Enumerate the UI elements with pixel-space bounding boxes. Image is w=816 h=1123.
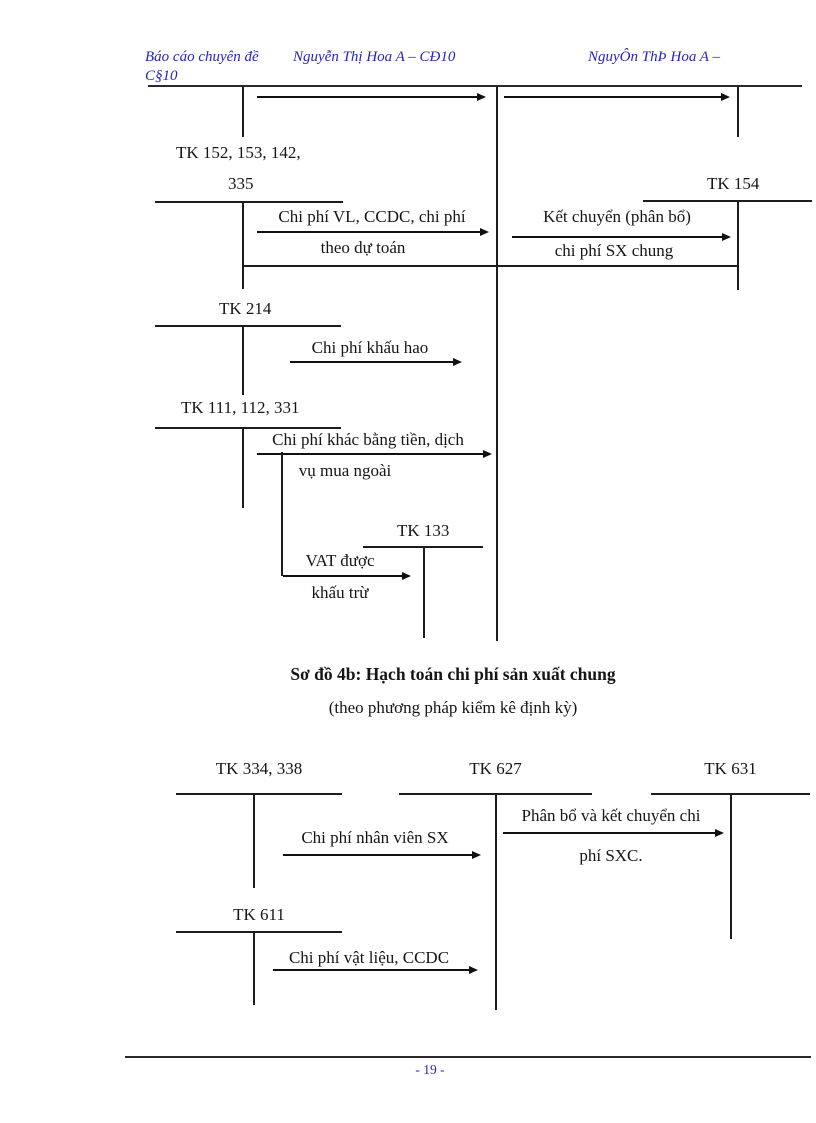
account-label-tk334: TK 334, 338 bbox=[215, 759, 303, 778]
top-right-flow-arrow bbox=[504, 92, 730, 102]
flow-arrow-ketchuyen bbox=[512, 232, 731, 242]
account-label-tk611: TK 611 bbox=[233, 905, 285, 924]
flow-label-vat-line1: VAT được bbox=[305, 551, 375, 570]
tk631-account-stem bbox=[730, 793, 732, 939]
tk334-account-line bbox=[176, 793, 342, 795]
tk111-account-stem bbox=[242, 427, 244, 508]
header-author-class-alt: C§10 bbox=[145, 68, 178, 84]
tk334-account-stem bbox=[253, 793, 255, 888]
diagram-subtitle: (theo phương pháp kiểm kê định kỳ) bbox=[328, 698, 578, 717]
header-rule bbox=[148, 85, 802, 88]
tk214-account-line bbox=[155, 325, 341, 327]
flow-label-khactien-line1: Chi phí khác bằng tiền, dịch bbox=[272, 430, 464, 449]
header-author-name: Nguyễn Thị Hoa A – CĐ10 bbox=[293, 49, 456, 65]
flow-arrow-vat bbox=[283, 571, 411, 581]
flow-label-khactien-line2: vụ mua ngoài bbox=[298, 461, 392, 480]
tk152-account-stem bbox=[242, 201, 244, 289]
account-label-tk627: TK 627 bbox=[469, 759, 522, 778]
flow-label-vlccdc-line1: Chi phí VL, CCDC, chi phí bbox=[278, 207, 466, 226]
flow-arrow-phanbo bbox=[503, 828, 724, 838]
account-label-tk152-line2: 335 bbox=[228, 174, 254, 193]
tk154-account-stem bbox=[737, 200, 739, 290]
tk611-account-line bbox=[176, 931, 342, 933]
arrowhead-icon bbox=[722, 232, 731, 241]
flow-arrow-vatlieu bbox=[273, 965, 478, 975]
header-author-name-alt: NguyÔn ThÞ Hoa A – bbox=[588, 49, 720, 65]
account-label-tk214: TK 214 bbox=[219, 299, 272, 318]
account-label-tk152-line1: TK 152, 153, 142, bbox=[176, 143, 301, 162]
account-label-tk154: TK 154 bbox=[707, 174, 760, 193]
top-right-stem-line bbox=[737, 87, 739, 137]
top-left-stem-line bbox=[242, 87, 244, 137]
flow-label-vatlieu: Chi phí vật liệu, CCDC bbox=[288, 948, 450, 967]
arrowhead-icon bbox=[469, 965, 478, 974]
flow-arrow-khauhao bbox=[290, 357, 462, 367]
account-label-tk133: TK 133 bbox=[397, 521, 450, 540]
flow-arrow-nhanvien bbox=[283, 850, 481, 860]
tk111-account-line bbox=[155, 427, 341, 429]
footer-rule bbox=[125, 1056, 811, 1058]
account-label-tk631: TK 631 bbox=[704, 759, 757, 778]
header-report-title: Báo cáo chuyên đề bbox=[145, 49, 259, 65]
flow-label-vlccdc-line2: theo dự toán bbox=[320, 238, 406, 257]
tk152-account-line bbox=[155, 201, 343, 203]
tk627-bottom-stem bbox=[495, 793, 497, 1010]
flow-arrow-vlccdc bbox=[257, 227, 489, 237]
tk133-account-stem bbox=[423, 546, 425, 638]
account-label-tk111: TK 111, 112, 331 bbox=[181, 398, 300, 417]
flow-label-phanbo-line2: phí SXC. bbox=[579, 846, 643, 865]
vat-branch-stem-line bbox=[281, 452, 283, 576]
tk627-center-stem-line bbox=[496, 87, 498, 641]
flow-label-nhanvien: Chi phí nhân viên SX bbox=[301, 828, 449, 847]
flow-arrow-khactien bbox=[257, 449, 492, 459]
arrowhead-icon bbox=[477, 92, 486, 101]
flow-label-ketchuyen-line2: chi phí SX chung bbox=[554, 241, 674, 260]
arrowhead-icon bbox=[402, 571, 411, 580]
diagram-title: Sơ đồ 4b: Hạch toán chi phí sản xuất chu… bbox=[290, 664, 616, 684]
page-number: - 19 - bbox=[415, 1062, 445, 1077]
tk611-account-stem bbox=[253, 931, 255, 1005]
flow-label-ketchuyen-line1: Kết chuyển (phân bổ) bbox=[543, 207, 691, 226]
arrowhead-icon bbox=[715, 828, 724, 837]
flow-label-phanbo-line1: Phân bổ và kết chuyển chi bbox=[521, 806, 701, 825]
flow-label-khauhao: Chi phí khấu hao bbox=[311, 338, 429, 357]
arrowhead-icon bbox=[453, 357, 462, 366]
top-left-flow-arrow bbox=[257, 92, 486, 102]
tk154-account-line bbox=[643, 200, 812, 202]
top-connector-line bbox=[242, 265, 738, 267]
tk214-account-stem bbox=[242, 325, 244, 395]
arrowhead-icon bbox=[472, 850, 481, 859]
arrowhead-icon bbox=[721, 92, 730, 101]
arrowhead-icon bbox=[483, 449, 492, 458]
arrowhead-icon bbox=[480, 227, 489, 236]
flow-label-vat-line2: khấu trừ bbox=[311, 583, 369, 602]
